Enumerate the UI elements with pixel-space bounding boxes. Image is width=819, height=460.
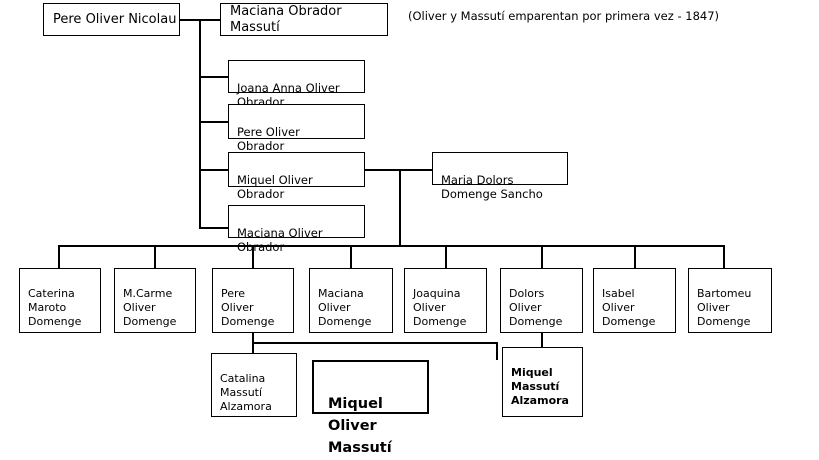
node-miquel-oliver-obrador[interactable]: Miquel Oliver Obrador bbox=[228, 152, 365, 201]
node-miquel-oliver-massuti[interactable]: Miquel Oliver Massutí bbox=[312, 360, 429, 456]
edge-trunk-to-maciana-obrador bbox=[199, 227, 228, 229]
node-label: Miquel Massutí Alzamora bbox=[511, 366, 569, 407]
node-label: Dolors Oliver Domenge bbox=[509, 287, 563, 328]
node-maciana-oliver-obrador[interactable]: Maciana Oliver Obrador bbox=[228, 205, 365, 254]
node-maciana-oliver-domenge[interactable]: Maciana Oliver Domenge bbox=[309, 268, 393, 333]
edge-bus-drop-maciana bbox=[350, 245, 352, 268]
edge-trunk-gen1-to-gen2 bbox=[199, 19, 201, 227]
edge-marriage-miquel-maria bbox=[365, 169, 432, 171]
node-label: Maria Dolors Domenge Sancho bbox=[441, 172, 543, 202]
node-bartomeu-oliver-domenge[interactable]: Bartomeu Oliver Domenge bbox=[688, 268, 772, 333]
annotation-first-union: (Oliver y Massutí emparentan por primera… bbox=[408, 9, 719, 23]
edge-bus-drop-pere bbox=[252, 245, 254, 268]
node-pere-oliver-nicolau[interactable]: Pere Oliver Nicolau bbox=[43, 3, 180, 36]
edge-pere-domenge-bus bbox=[252, 342, 497, 344]
node-mcarme-oliver-domenge[interactable]: M.Carme Oliver Domenge bbox=[114, 268, 196, 333]
node-label: Maciana Oliver Domenge bbox=[318, 287, 372, 328]
node-maria-dolors-domenge-sancho[interactable]: Maria Dolors Domenge Sancho bbox=[432, 152, 568, 201]
node-label: Caterina Maroto Domenge bbox=[28, 287, 82, 328]
edge-trunk-to-pere-obrador bbox=[199, 121, 228, 123]
node-maciana-obrador-massuti[interactable]: Maciana Obrador Massutí bbox=[220, 3, 388, 36]
node-caterina-maroto-domenge[interactable]: Caterina Maroto Domenge bbox=[19, 268, 101, 333]
node-label: Pere Oliver Obrador bbox=[237, 124, 300, 154]
node-label: M.Carme Oliver Domenge bbox=[123, 287, 177, 328]
edge-dolors-drop-to-miquel-massuti bbox=[541, 333, 543, 347]
node-label: Maciana Obrador Massutí bbox=[230, 3, 342, 35]
node-pere-oliver-obrador[interactable]: Pere Oliver Obrador bbox=[228, 104, 365, 153]
edge-bus-drop-joaquina bbox=[445, 245, 447, 268]
edge-bus-drop-dolors bbox=[541, 245, 543, 268]
edge-sibling-bus-gen3 bbox=[58, 245, 723, 247]
edge-drop-catalina bbox=[252, 342, 254, 353]
edge-bus-drop-mcarme bbox=[154, 245, 156, 268]
node-miquel-massuti-alzamora[interactable]: Miquel Massutí Alzamora bbox=[502, 347, 583, 417]
edge-trunk-to-miquel-obrador bbox=[199, 169, 228, 171]
edge-marriage-drop-to-bus bbox=[399, 169, 401, 247]
edge-bus-drop-isabel bbox=[634, 245, 636, 268]
node-label: Miquel Oliver Massutí bbox=[328, 396, 392, 456]
node-label: Bartomeu Oliver Domenge bbox=[697, 287, 752, 328]
node-dolors-oliver-domenge[interactable]: Dolors Oliver Domenge bbox=[500, 268, 583, 333]
edge-bus-drop-caterina bbox=[58, 245, 60, 268]
node-label: Joaquina Oliver Domenge bbox=[413, 287, 467, 328]
edge-bus-drop-bartomeu bbox=[723, 245, 725, 268]
node-label: Pere Oliver Domenge bbox=[221, 287, 275, 328]
node-label: Pere Oliver Nicolau bbox=[53, 11, 177, 27]
node-catalina-massuti-alzamora[interactable]: Catalina Massutí Alzamora bbox=[211, 353, 297, 417]
node-label: Miquel Oliver Obrador bbox=[237, 172, 313, 202]
node-joaquina-oliver-domenge[interactable]: Joaquina Oliver Domenge bbox=[404, 268, 487, 333]
node-label: Maciana Oliver Obrador bbox=[237, 225, 323, 255]
node-label: Catalina Massutí Alzamora bbox=[220, 372, 272, 413]
node-label: Isabel Oliver Domenge bbox=[602, 287, 656, 328]
edge-drop-miquel-oliver-massuti bbox=[496, 342, 498, 360]
edge-trunk-to-joana bbox=[199, 76, 228, 78]
node-joana-anna-oliver-obrador[interactable]: Joana Anna Oliver Obrador bbox=[228, 60, 365, 109]
edge-pere-domenge-drop bbox=[252, 333, 254, 343]
node-pere-oliver-domenge[interactable]: Pere Oliver Domenge bbox=[212, 268, 294, 333]
node-isabel-oliver-domenge[interactable]: Isabel Oliver Domenge bbox=[593, 268, 676, 333]
